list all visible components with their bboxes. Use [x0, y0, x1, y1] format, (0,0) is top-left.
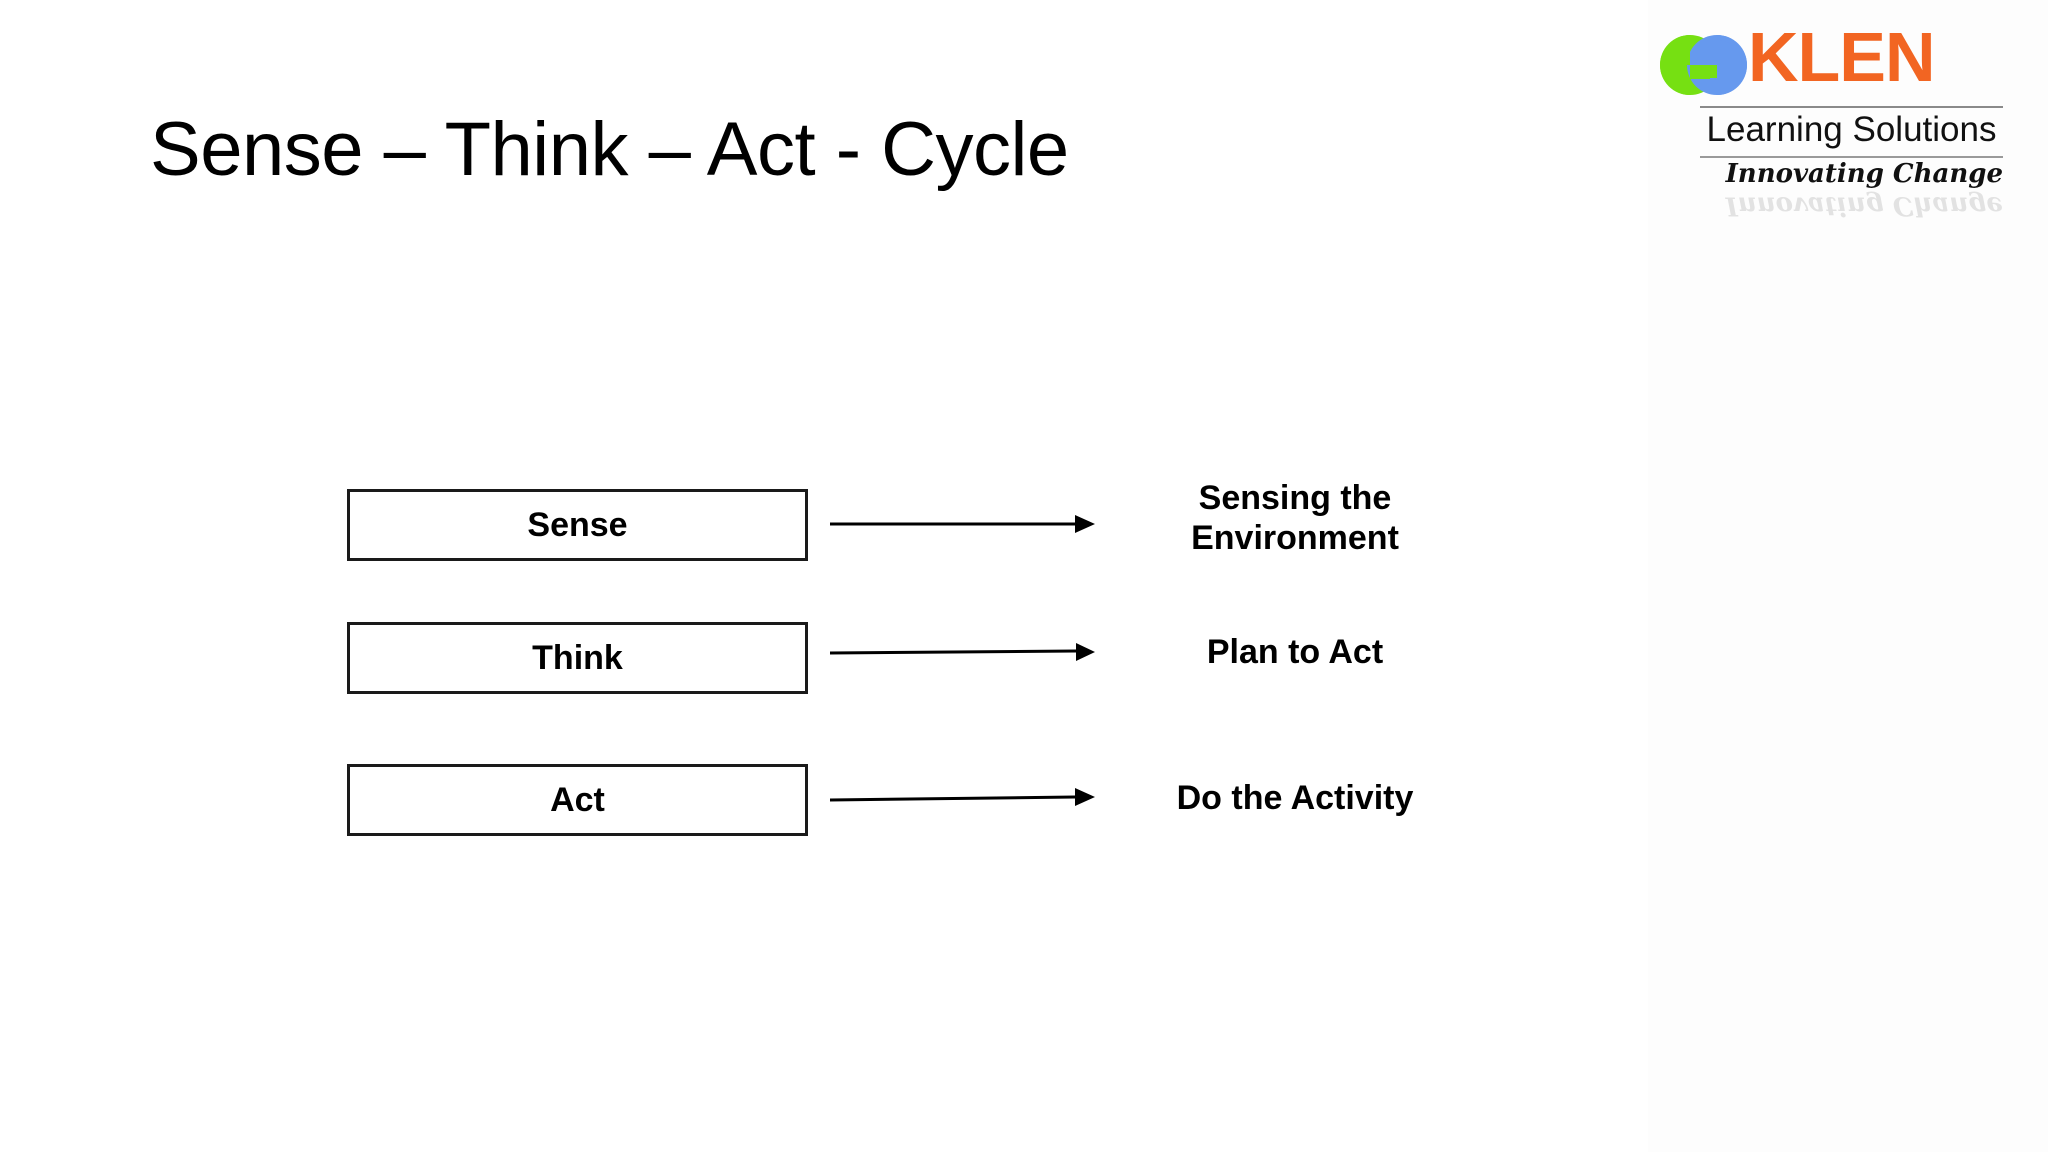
right-arrow-icon: [830, 504, 1095, 544]
outcome-label: Sensing the Environment: [1191, 479, 1399, 558]
klen-logo: KLEN Learning Solutions Innovating Chang…: [1655, 22, 2003, 237]
step-box-label: Think: [532, 638, 623, 677]
klen-logo-mark-icon: [1655, 30, 1753, 100]
outcome-label: Do the Activity: [1176, 779, 1414, 817]
logo-divider-top: [1700, 106, 2003, 108]
right-arrow-icon: [829, 778, 1095, 818]
page-title: Sense – Think – Act - Cycle: [150, 107, 1069, 192]
right-arrow-icon: [829, 632, 1095, 672]
step-box-act[interactable]: Act: [347, 764, 808, 836]
step-box-label: Sense: [527, 505, 628, 544]
logo-sub-tagline: Innovating Change: [1725, 159, 2003, 189]
step-box-think[interactable]: Think: [347, 622, 808, 694]
slide-edge-margin: [1648, 0, 2048, 1152]
step-box-label: Act: [550, 780, 605, 819]
step-box-sense[interactable]: Sense: [347, 489, 808, 561]
logo-tagline: Learning Solutions: [1706, 110, 1997, 149]
klen-wordmark: KLEN: [1748, 18, 1936, 96]
outcome-label: Plan to Act: [1206, 633, 1384, 671]
logo-divider-bottom: [1700, 156, 2003, 158]
